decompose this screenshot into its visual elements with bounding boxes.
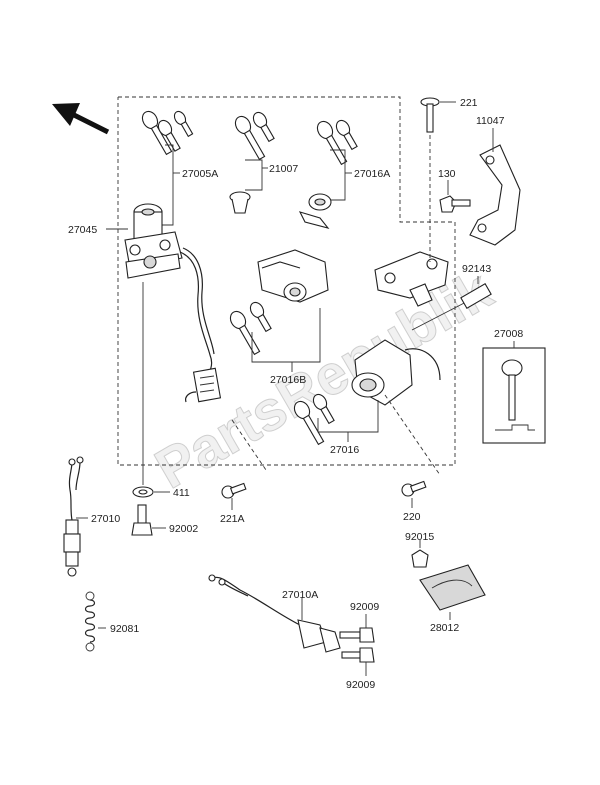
key-set-27016B [229,301,272,356]
key-set-21007 [234,111,275,161]
label-27016: 27016 [330,444,359,456]
assembly-frame [117,96,456,466]
ignition-switch-27045 [124,203,183,279]
helmet-lock-bracket [374,251,449,307]
label-28012: 28012 [430,622,459,634]
leader-27005A [162,144,174,226]
bolt-92009-upper [339,627,375,643]
label-220: 220 [403,511,421,523]
bolt-130 [439,195,471,213]
label-221A: 221A [220,513,245,525]
switch-27010 [63,456,84,577]
bolt-92002 [131,504,153,536]
clip-92015 [411,549,429,568]
leader-27016B [251,308,321,363]
label-92009-upper: 92009 [350,601,379,613]
cable-sleeve-92143 [460,283,492,309]
label-27016B: 27016B [270,374,306,386]
screw-220 [401,480,427,497]
label-21007: 21007 [269,163,298,175]
bracket-11047 [469,144,521,246]
label-92002: 92002 [169,523,198,535]
release-cable [411,299,471,331]
leader-221A-dash [231,419,267,471]
label-27010: 27010 [91,513,120,525]
screw-221 [420,97,440,133]
label-11047: 11047 [476,115,505,127]
lock-assembly-27016 [351,339,441,406]
lock-cylinder-27016A [298,193,332,229]
label-27008: 27008 [494,328,523,340]
label-27005A: 27005A [182,168,218,180]
key-set-27016A [316,119,358,166]
bolt-92009-lower [341,647,375,663]
leader-21007 [245,159,263,191]
label-92143: 92143 [462,263,491,275]
key-set-27005A [141,110,194,156]
washer-411 [132,486,154,498]
emblem-28012 [419,564,486,611]
label-411: 411 [173,487,190,499]
switch-wire-harness [179,251,213,379]
label-27045: 27045 [68,224,97,236]
cylinder-21007 [229,191,251,214]
screw-221A [221,482,247,499]
leader-27016A [330,149,346,201]
label-221: 221 [460,97,478,109]
switch-27010A [208,574,341,653]
label-27016A: 27016A [354,168,390,180]
label-92009-lower: 92009 [346,679,375,691]
key-set-27016 [293,393,335,446]
spring-92081 [84,591,96,652]
label-92015: 92015 [405,531,434,543]
seat-lock-27016B [257,249,329,303]
label-92081: 92081 [110,623,139,635]
label-27010A: 27010A [282,589,318,601]
leader-220-dash [384,394,441,476]
key-blank-27008-box [482,347,546,444]
wire-connector [185,367,222,403]
label-130: 130 [438,168,456,180]
front-direction-arrow-icon [52,103,110,135]
